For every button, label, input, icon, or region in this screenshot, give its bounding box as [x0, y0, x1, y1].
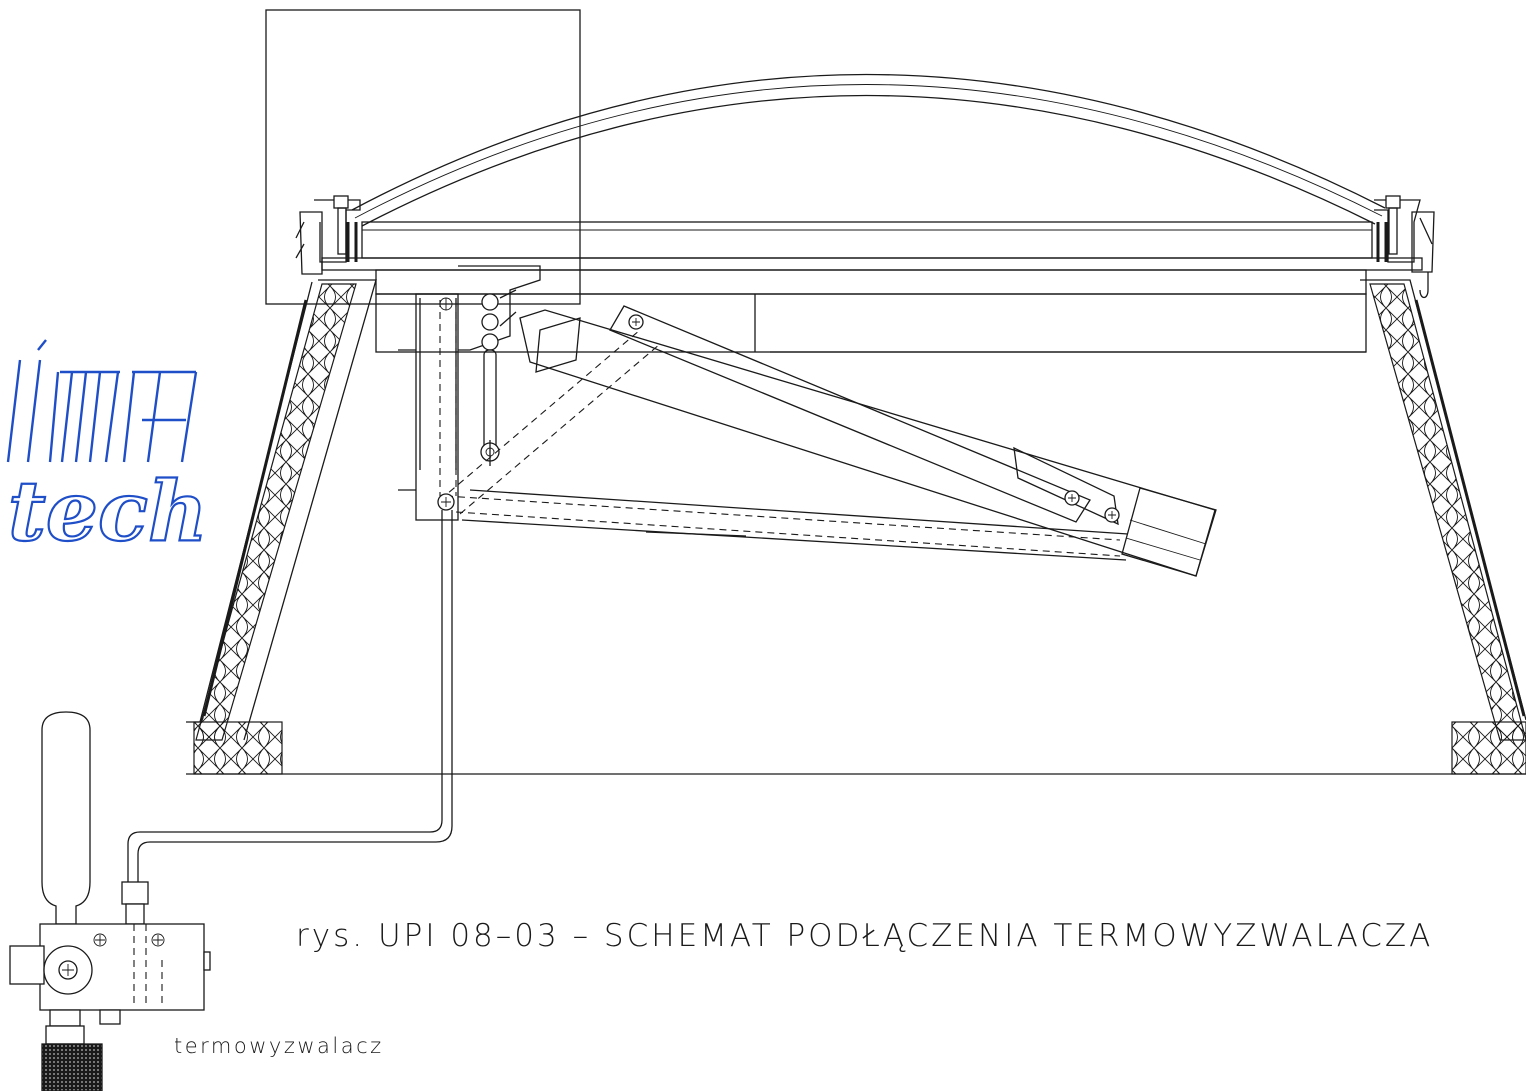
drawing-caption: rys. UPI 08–03 – SCHEMAT PODŁĄCZENIA TER…: [296, 918, 1434, 954]
logo-tech-text: tech: [8, 464, 208, 560]
support-arms: [609, 305, 1120, 526]
release-lever: [480, 289, 517, 466]
thermal-release-device: [9, 711, 211, 1091]
gas-spring-actuator: [519, 309, 1217, 577]
dome-cover: [351, 73, 1386, 227]
left-curb-wall: [186, 279, 377, 775]
upper-frame: [321, 221, 1423, 353]
thermal-release-label: termowyzwalacz: [174, 1034, 384, 1058]
company-logo: tech: [6, 339, 209, 561]
right-curb-wall: [1360, 279, 1526, 775]
capillary-tube: [127, 510, 453, 882]
upstand-box: [265, 9, 581, 305]
bracket-pivot: [437, 493, 455, 511]
hinge-bracket: [398, 265, 541, 521]
left-clamp: [295, 195, 361, 275]
dashed-linkage: [439, 300, 1129, 561]
right-clamp: [1374, 195, 1435, 299]
